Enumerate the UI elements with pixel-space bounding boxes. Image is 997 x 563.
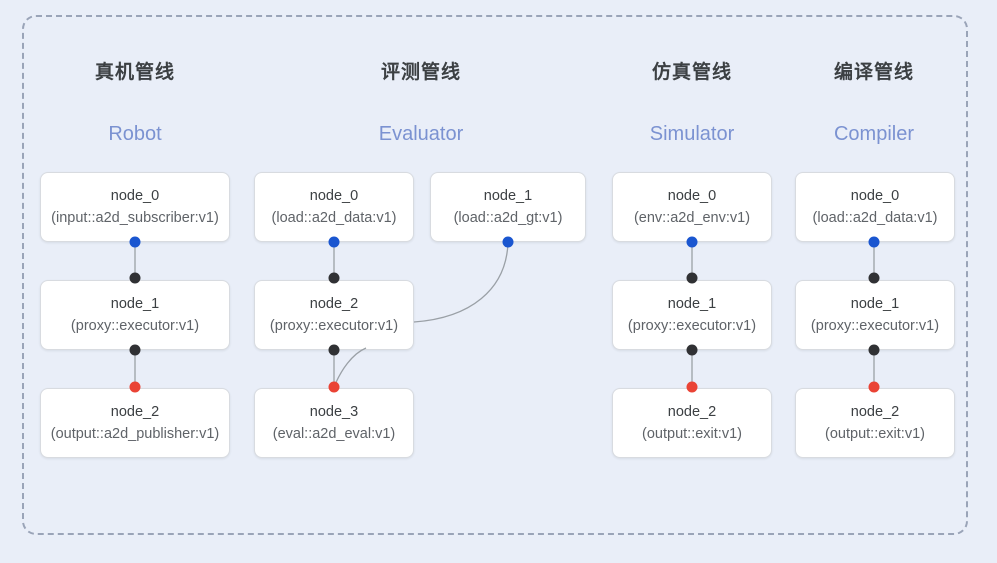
- port-input-simulator-node_1[interactable]: [686, 272, 698, 284]
- node-simulator-node_0[interactable]: node_0 (env::a2d_env:v1): [612, 172, 772, 242]
- edge-evaluator-gt-to-proxy: [413, 242, 509, 323]
- node-name: node_0: [850, 188, 900, 204]
- node-evaluator-node_0[interactable]: node_0 (load::a2d_data:v1): [254, 172, 414, 242]
- port-input-robot-node_1[interactable]: [129, 272, 141, 284]
- node-type: (load::a2d_data:v1): [812, 210, 938, 226]
- node-type: (proxy::executor:v1): [810, 318, 940, 334]
- node-name: node_0: [110, 188, 160, 204]
- edge-evaluator-proxy-to-eval: [333, 347, 367, 388]
- port-output-evaluator-node_2[interactable]: [328, 344, 340, 356]
- port-output-robot-node_0[interactable]: [129, 236, 141, 248]
- node-name: node_0: [667, 188, 717, 204]
- column-header-compiler: 编译管线 Compiler: [774, 60, 974, 147]
- node-name: node_3: [309, 404, 359, 420]
- node-name: node_2: [110, 404, 160, 420]
- port-input-robot-node_2[interactable]: [129, 381, 141, 393]
- column-header-robot: 真机管线 Robot: [35, 60, 235, 147]
- node-type: (input::a2d_subscriber:v1): [51, 210, 219, 226]
- node-type: (proxy::executor:v1): [627, 318, 757, 334]
- node-name: node_2: [309, 296, 359, 312]
- node-type: (load::a2d_data:v1): [271, 210, 397, 226]
- node-type: (env::a2d_env:v1): [633, 210, 751, 226]
- node-type: (output::exit:v1): [825, 426, 925, 442]
- node-simulator-node_2[interactable]: node_2 (output::exit:v1): [612, 388, 772, 458]
- node-compiler-node_1[interactable]: node_1 (proxy::executor:v1): [795, 280, 955, 350]
- port-output-compiler-node_0[interactable]: [868, 236, 880, 248]
- node-name: node_1: [110, 296, 160, 312]
- column-title-en-robot: Robot: [108, 123, 162, 145]
- column-header-simulator: 仿真管线 Simulator: [592, 60, 792, 147]
- node-type: (proxy::executor:v1): [269, 318, 399, 334]
- node-type: (proxy::executor:v1): [70, 318, 200, 334]
- node-type: (load::a2d_gt:v1): [453, 210, 563, 226]
- node-compiler-node_0[interactable]: node_0 (load::a2d_data:v1): [795, 172, 955, 242]
- port-input-compiler-node_2[interactable]: [868, 381, 880, 393]
- node-type: (output::a2d_publisher:v1): [50, 426, 220, 442]
- node-type: (eval::a2d_eval:v1): [272, 426, 396, 442]
- node-robot-node_2[interactable]: node_2 (output::a2d_publisher:v1): [40, 388, 230, 458]
- node-compiler-node_2[interactable]: node_2 (output::exit:v1): [795, 388, 955, 458]
- port-output-simulator-node_0[interactable]: [686, 236, 698, 248]
- port-input-evaluator-node_2[interactable]: [328, 272, 340, 284]
- port-input-compiler-node_1[interactable]: [868, 272, 880, 284]
- node-name: node_1: [850, 296, 900, 312]
- node-name: node_0: [309, 188, 359, 204]
- node-robot-node_1[interactable]: node_1 (proxy::executor:v1): [40, 280, 230, 350]
- port-output-robot-node_1[interactable]: [129, 344, 141, 356]
- node-name: node_1: [483, 188, 533, 204]
- port-output-compiler-node_1[interactable]: [868, 344, 880, 356]
- column-header-evaluator: 评测管线 Evaluator: [321, 60, 521, 147]
- port-output-evaluator-node_1[interactable]: [502, 236, 514, 248]
- port-output-simulator-node_1[interactable]: [686, 344, 698, 356]
- column-title-cn-compiler: 编译管线: [833, 62, 914, 83]
- node-simulator-node_1[interactable]: node_1 (proxy::executor:v1): [612, 280, 772, 350]
- node-name: node_2: [850, 404, 900, 420]
- node-robot-node_0[interactable]: node_0 (input::a2d_subscriber:v1): [40, 172, 230, 242]
- node-name: node_1: [667, 296, 717, 312]
- node-name: node_2: [667, 404, 717, 420]
- node-evaluator-node_1[interactable]: node_1 (load::a2d_gt:v1): [430, 172, 586, 242]
- port-input-simulator-node_2[interactable]: [686, 381, 698, 393]
- port-input-evaluator-node_3[interactable]: [328, 381, 340, 393]
- node-evaluator-node_2[interactable]: node_2 (proxy::executor:v1): [254, 280, 414, 350]
- column-title-en-evaluator: Evaluator: [378, 123, 464, 145]
- port-output-evaluator-node_0[interactable]: [328, 236, 340, 248]
- column-title-en-simulator: Simulator: [649, 123, 735, 145]
- node-type: (output::exit:v1): [642, 426, 742, 442]
- column-title-cn-evaluator: 评测管线: [380, 62, 461, 83]
- node-evaluator-node_3[interactable]: node_3 (eval::a2d_eval:v1): [254, 388, 414, 458]
- column-title-cn-simulator: 仿真管线: [651, 62, 732, 83]
- column-title-en-compiler: Compiler: [833, 123, 915, 145]
- column-title-cn-robot: 真机管线: [94, 62, 175, 83]
